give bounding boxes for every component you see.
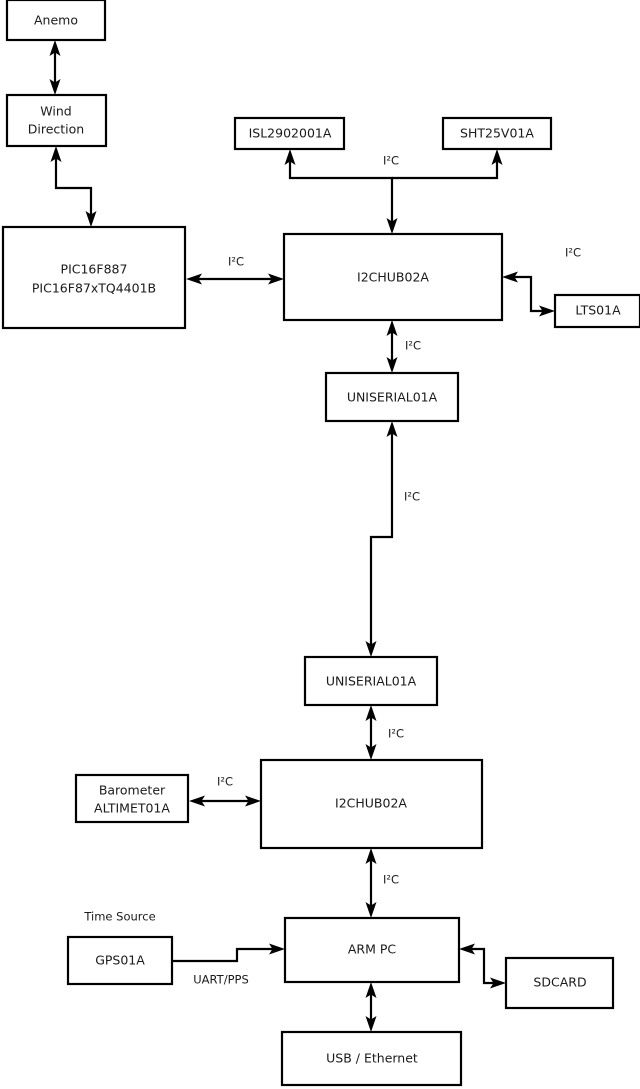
edge-hub2-arm	[365, 848, 377, 918]
edge-uni-uni	[365, 421, 398, 657]
node-sht25v01a[interactable]: SHT25V01A	[441, 116, 553, 151]
node-lts01a[interactable]: LTS01A	[553, 293, 640, 329]
node-i2chub02a-top[interactable]: I2CHUB02A	[282, 232, 504, 322]
edge-arm-sdcard	[459, 943, 506, 989]
node-i2chub02a-bottom-label: I2CHUB02A	[335, 796, 407, 811]
node-pic-label-line1: PIC16F887	[61, 262, 128, 277]
node-wind-direction[interactable]: Wind Direction	[5, 93, 108, 148]
node-pic-microcontroller[interactable]: PIC16F887 PIC16F87xTQ4401B	[1, 225, 187, 330]
node-i2chub02a-bottom[interactable]: I2CHUB02A	[259, 758, 484, 850]
edge-hub-sensors	[284, 149, 503, 234]
node-barometer-altimet01a[interactable]: Barometer ALTIMET01A	[74, 773, 190, 824]
node-gps01a[interactable]: GPS01A	[66, 935, 174, 986]
node-barometer-label-line1: Barometer	[99, 783, 166, 798]
node-barometer-label-line2: ALTIMET01A	[94, 801, 170, 816]
edge-arm-usb	[365, 982, 377, 1032]
edge-baro-hub2	[189, 795, 261, 807]
node-wind-direction-label-line1: Wind	[40, 104, 71, 119]
node-uniserial01a-bottom-label: UNISERIAL01A	[326, 674, 417, 689]
edge-label-i2c-hub-uni: I²C	[405, 339, 421, 353]
edge-label-uart-pps: UART/PPS	[193, 973, 249, 987]
node-uniserial01a-bottom[interactable]: UNISERIAL01A	[303, 655, 439, 707]
node-wind-direction-label-line2: Direction	[28, 122, 84, 137]
edge-gps-arm	[172, 943, 285, 963]
node-arm-pc[interactable]: ARM PC	[283, 916, 461, 984]
node-anemo[interactable]: Anemo	[5, 0, 107, 42]
edge-hub-lts	[502, 271, 555, 317]
edge-label-i2c-sensors: I²C	[383, 154, 399, 168]
edge-anemo-wind	[49, 40, 61, 95]
edge-uni-hub2	[365, 705, 377, 760]
edge-pic-hub	[186, 273, 284, 285]
edge-label-i2c-hub-arm: I²C	[383, 873, 399, 887]
edge-label-i2c-lts: I²C	[565, 246, 581, 260]
node-sht25v01a-label: SHT25V01A	[460, 126, 534, 141]
node-usb-ethernet-label: USB / Ethernet	[326, 1051, 418, 1066]
node-pic-label-line2: PIC16F87xTQ4401B	[32, 281, 156, 296]
edge-label-i2c-uni-hub: I²C	[388, 727, 404, 741]
label-time-source: Time Source	[83, 910, 155, 924]
node-lts01a-label: LTS01A	[575, 303, 621, 318]
node-arm-pc-label: ARM PC	[348, 942, 397, 957]
node-isl2902001a[interactable]: ISL2902001A	[233, 116, 346, 151]
node-anemo-label: Anemo	[34, 13, 78, 28]
node-uniserial01a-top-label: UNISERIAL01A	[347, 390, 438, 405]
node-sdcard-label: SDCARD	[533, 975, 586, 990]
node-i2chub02a-top-label: I2CHUB02A	[357, 270, 429, 285]
node-isl2902001a-label: ISL2902001A	[249, 126, 332, 141]
edge-label-i2c-baro: I²C	[217, 775, 233, 789]
node-usb-ethernet[interactable]: USB / Ethernet	[280, 1030, 463, 1087]
edge-label-i2c-long: I²C	[404, 490, 420, 504]
node-sdcard[interactable]: SDCARD	[504, 956, 615, 1010]
node-uniserial01a-top[interactable]: UNISERIAL01A	[324, 371, 460, 423]
edge-hub-uni	[386, 320, 398, 373]
edge-wind-pic	[50, 146, 97, 227]
edge-label-i2c-pic-hub: I²C	[228, 255, 244, 269]
node-gps01a-label: GPS01A	[95, 953, 145, 968]
